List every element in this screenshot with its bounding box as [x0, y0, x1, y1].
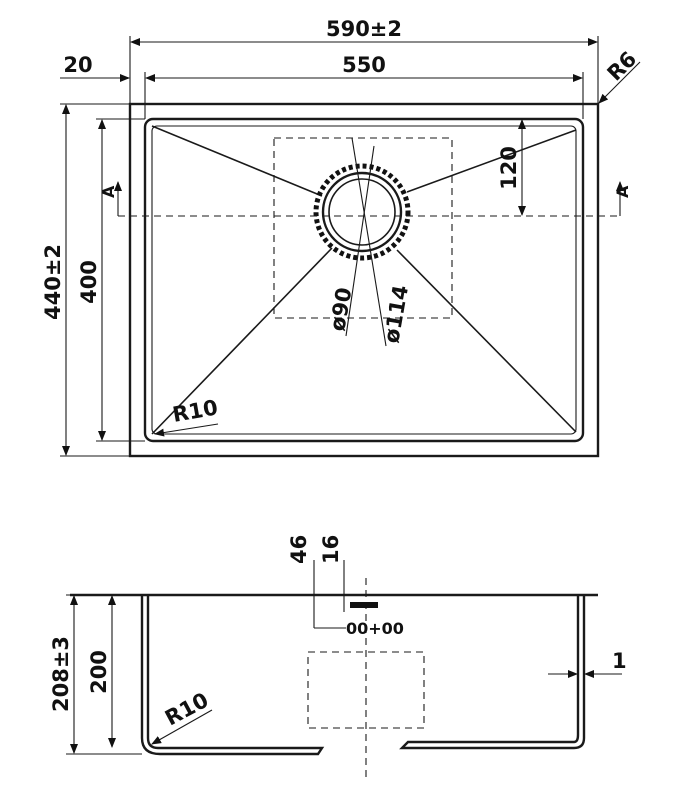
section-marker-right: A [613, 185, 632, 198]
dim-corner-inner-radius: R10 [171, 395, 220, 427]
fitting-marker [350, 602, 378, 608]
drain-outer-ring [313, 163, 411, 261]
dim-flange-offset: 20 [63, 53, 92, 77]
dim-overall-height: 208±3 [49, 636, 73, 712]
dim-corner-outer-radius: R6 [603, 47, 642, 86]
dim-wall-thickness: 1 [612, 649, 627, 673]
slope-line-bl [151, 247, 333, 435]
side-view: 00+00 46 16 208±3 200 1 R10 [49, 535, 627, 780]
drain-ring [321, 171, 403, 253]
leader-d90 [345, 145, 375, 337]
inner-bowl-edge [151, 125, 577, 435]
dim-offset-46: 46 [287, 535, 311, 564]
inner-bowl-outline [143, 117, 585, 443]
dim-bowl-height: 200 [87, 650, 111, 694]
dim-overall-width: 590±2 [326, 17, 402, 41]
leader-r10-side [151, 709, 213, 745]
dim-drain-diameter-inner: ø90 [325, 286, 356, 333]
slope-line-tl [151, 125, 323, 197]
drain-zone-outline [273, 137, 453, 319]
outer-flange-outline [128, 102, 600, 458]
slope-line-tr [406, 129, 577, 193]
leader-r6 [598, 61, 641, 104]
dim-overall-depth: 440±2 [41, 244, 65, 320]
left-wall [140, 595, 325, 756]
dim-offset-16: 16 [319, 535, 343, 564]
top-view: A A 590±2 550 20 R6 440±2 400 120 [41, 17, 642, 458]
leader-d114 [351, 137, 387, 347]
dim-drain-offset: 120 [497, 146, 521, 190]
dim-drain-diameter-outer: ø114 [379, 283, 413, 345]
dim-inner-width: 550 [342, 53, 386, 77]
slope-line-br [396, 249, 577, 433]
fitting-label: 00+00 [346, 619, 404, 638]
leader-r10-top [154, 423, 219, 437]
drain-inner [328, 178, 396, 246]
right-wall [399, 595, 586, 750]
dim-inner-depth: 400 [77, 260, 101, 304]
